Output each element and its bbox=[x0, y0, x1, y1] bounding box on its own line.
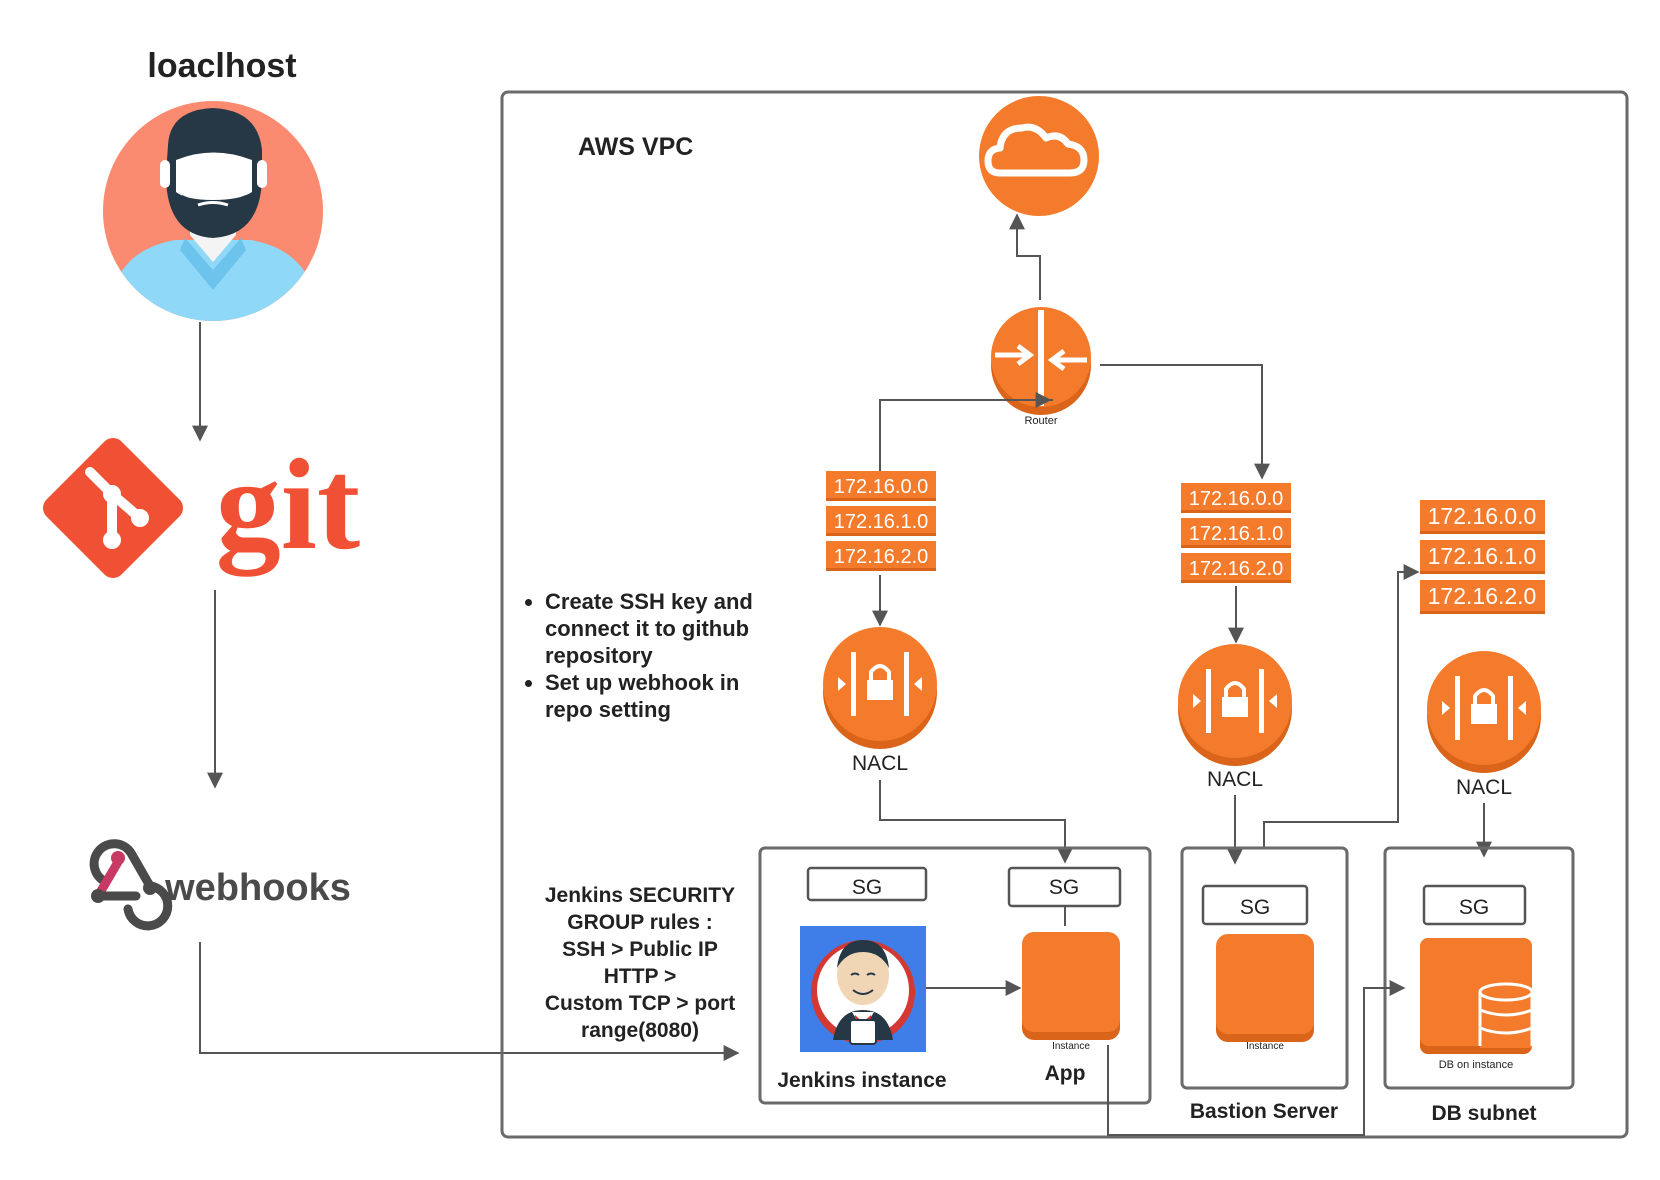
rule-line: Custom TCP > port bbox=[544, 992, 736, 1015]
instance-caption: Instance bbox=[1246, 1041, 1284, 1052]
nacl-icon bbox=[1427, 651, 1541, 773]
instance-caption: Instance bbox=[1052, 1041, 1090, 1052]
webhooks-wordmark: webhooks bbox=[164, 867, 351, 909]
db-subnet-box bbox=[1383, 846, 1575, 1090]
sg-label: SG bbox=[852, 876, 882, 899]
subnet-ip: 172.16.2.0 bbox=[1189, 558, 1284, 580]
app-label: App bbox=[1045, 1062, 1086, 1085]
nacl-to-app-arrow bbox=[879, 780, 1073, 864]
subnet-stack-middle: 172.16.0.0 172.16.1.0 172.16.2.0 bbox=[1181, 483, 1291, 583]
sg-box bbox=[1422, 884, 1527, 926]
subnet-ip: 172.16.0.0 bbox=[1428, 503, 1537, 529]
rule-line: GROUP rules : bbox=[567, 911, 713, 934]
app-to-db-arrow bbox=[1107, 980, 1406, 1136]
bastion-subnet-box bbox=[1180, 846, 1349, 1090]
subnet-ip: 172.16.0.0 bbox=[1189, 488, 1284, 510]
subnet-ip: 172.16.2.0 bbox=[834, 546, 929, 568]
webhooks-logo-icon bbox=[89, 839, 173, 931]
setup-note: Create SSH key and connect it to github … bbox=[545, 588, 770, 669]
subnet-ip: 172.16.2.0 bbox=[1428, 583, 1537, 609]
sg-label: SG bbox=[1459, 896, 1489, 919]
sg-box bbox=[1201, 884, 1309, 926]
rule-line: range(8080) bbox=[581, 1019, 699, 1042]
jenkins-instance-label: Jenkins instance bbox=[777, 1069, 946, 1092]
router-caption: Router bbox=[1024, 415, 1057, 427]
developer-avatar-icon bbox=[103, 101, 323, 321]
db-subnet-label: DB subnet bbox=[1432, 1102, 1537, 1125]
rule-line: HTTP > bbox=[603, 965, 677, 988]
bastion-to-db-subnet-arrow bbox=[1263, 564, 1420, 848]
app-instance-icon bbox=[1022, 932, 1120, 1040]
nacl-icon bbox=[1178, 644, 1292, 766]
subnet-ip: 172.16.1.0 bbox=[834, 511, 929, 533]
git-logo-icon bbox=[43, 438, 183, 578]
router-icon bbox=[991, 307, 1091, 415]
jenkins-logo-icon bbox=[800, 926, 926, 1052]
db-instance-icon bbox=[1420, 938, 1534, 1054]
subnet-ip: 172.16.0.0 bbox=[834, 476, 929, 498]
router-to-middle-subnet-arrow bbox=[1100, 364, 1270, 480]
subnet-stack-right: 172.16.0.0 172.16.1.0 172.16.2.0 bbox=[1420, 500, 1545, 614]
setup-note: Set up webhook in repo setting bbox=[545, 669, 770, 723]
router-to-cloud-arrow bbox=[1009, 213, 1041, 300]
jenkins-security-group-rules: Jenkins SECURITY GROUP rules : SSH > Pub… bbox=[520, 882, 760, 1044]
subnet-ip: 172.16.1.0 bbox=[1428, 543, 1537, 569]
vpc-boundary bbox=[500, 90, 1629, 1139]
app-subnet-box bbox=[758, 846, 1152, 1105]
subnet-ip: 172.16.1.0 bbox=[1189, 523, 1284, 545]
subnet-stack-left: 172.16.0.0 172.16.1.0 172.16.2.0 bbox=[826, 471, 936, 571]
nacl-icon bbox=[823, 627, 937, 749]
webhooks-to-jenkins-arrow bbox=[199, 942, 740, 1061]
internet-cloud-icon bbox=[979, 96, 1099, 216]
rule-line: Jenkins SECURITY bbox=[544, 884, 736, 907]
vpc-title: AWS VPC bbox=[578, 133, 693, 161]
sg-box bbox=[806, 866, 928, 902]
bastion-server-label: Bastion Server bbox=[1190, 1100, 1338, 1123]
nacl-label: NACL bbox=[852, 752, 908, 775]
rule-line: SSH > Public IP bbox=[562, 938, 718, 961]
setup-notes: Create SSH key and connect it to github … bbox=[525, 588, 770, 723]
nacl-label: NACL bbox=[1456, 776, 1512, 799]
nacl-label: NACL bbox=[1207, 768, 1263, 791]
localhost-title: loaclhost bbox=[147, 47, 296, 85]
db-instance-caption: DB on instance bbox=[1439, 1059, 1514, 1071]
git-wordmark: git bbox=[216, 433, 360, 577]
sg-label: SG bbox=[1049, 876, 1079, 899]
bastion-instance-icon bbox=[1216, 934, 1314, 1042]
sg-label: SG bbox=[1240, 896, 1270, 919]
